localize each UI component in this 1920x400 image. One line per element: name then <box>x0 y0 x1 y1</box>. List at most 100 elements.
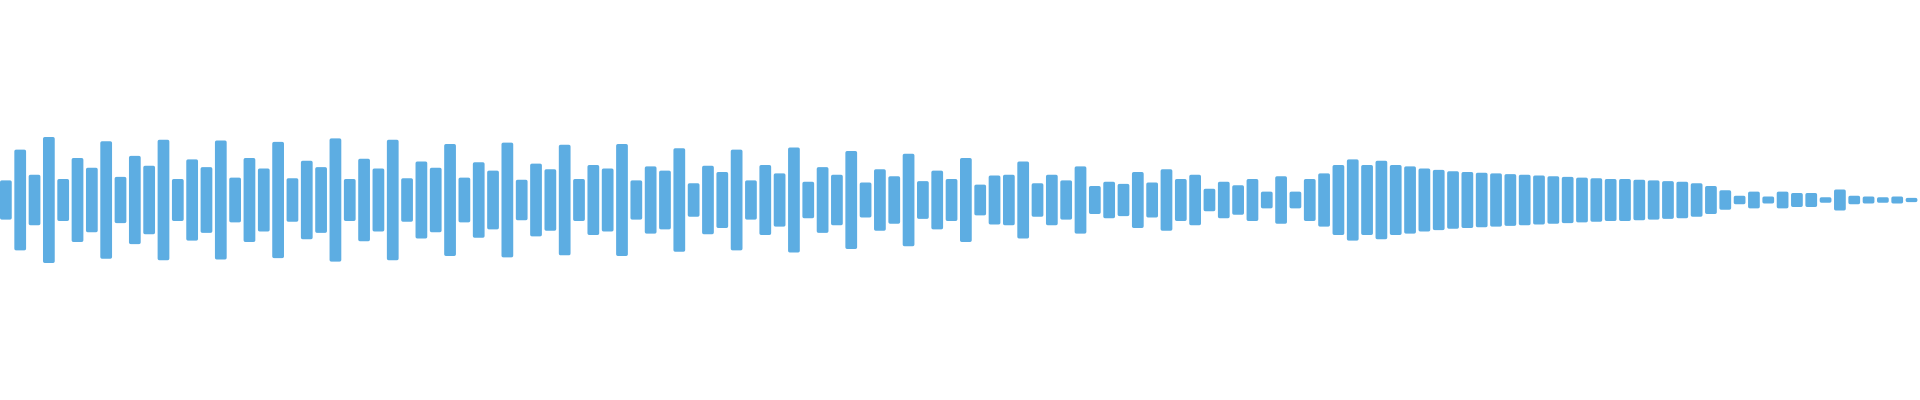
waveform-bar <box>1303 179 1316 221</box>
waveform-bar <box>358 158 370 242</box>
waveform-bar <box>673 148 686 252</box>
waveform-bar <box>372 168 385 232</box>
waveform-bar <box>57 179 70 221</box>
waveform-bar <box>1275 176 1287 224</box>
waveform-bar <box>329 138 342 262</box>
waveform-bar <box>960 158 972 242</box>
waveform-bar <box>1719 190 1732 210</box>
waveform-bar <box>945 179 958 221</box>
waveform-bar <box>544 169 557 231</box>
waveform-bar <box>1547 176 1560 224</box>
waveform-bar <box>1705 186 1717 214</box>
waveform-bar <box>14 149 27 251</box>
waveform-bar <box>974 184 987 216</box>
waveform-bar <box>1045 174 1058 226</box>
waveform-bar <box>415 161 428 239</box>
waveform-bar <box>802 181 815 219</box>
waveform-bar <box>1561 176 1574 224</box>
waveform-bar <box>587 165 600 235</box>
waveform-bar <box>1246 179 1259 221</box>
waveform-bar <box>1776 191 1789 209</box>
waveform-bar <box>1389 165 1402 235</box>
waveform-bar <box>773 173 786 227</box>
waveform-bar <box>487 170 499 230</box>
waveform-bar <box>730 149 743 251</box>
waveform-bar <box>917 181 929 219</box>
waveform-bar <box>1418 168 1431 232</box>
waveform-bar <box>1862 196 1875 204</box>
waveform-bar <box>85 167 98 233</box>
waveform-bar <box>1346 159 1359 241</box>
waveform-bar <box>1432 169 1445 231</box>
waveform-bar <box>1662 181 1674 219</box>
waveform-bar <box>200 167 213 233</box>
waveform-bar <box>616 144 628 256</box>
waveform-bar <box>229 177 241 223</box>
waveform-bar <box>630 180 643 220</box>
waveform-bar <box>702 165 714 235</box>
waveform-bar <box>501 142 514 258</box>
waveform-bar <box>601 168 614 232</box>
waveform-bar <box>386 139 399 261</box>
waveform-bar <box>1289 191 1302 209</box>
waveform-bar <box>1461 172 1474 228</box>
waveform-bars <box>0 137 1918 263</box>
waveform-bar <box>558 144 571 256</box>
waveform-bar <box>300 160 313 240</box>
waveform-bar <box>1031 183 1044 217</box>
waveform-bar <box>1504 174 1517 226</box>
waveform-bar <box>257 168 270 232</box>
waveform-bar <box>186 159 199 241</box>
waveform-bar <box>1877 197 1889 203</box>
waveform-bar <box>1604 179 1617 221</box>
waveform-bar <box>343 179 356 221</box>
waveform-bar <box>1891 196 1904 204</box>
waveform-bar <box>0 180 12 220</box>
waveform-bar <box>143 165 156 235</box>
waveform-bar <box>1633 179 1646 221</box>
waveform-bar <box>315 167 327 233</box>
waveform-bar <box>988 175 1001 225</box>
waveform-bar <box>1590 178 1603 222</box>
waveform-bar <box>1905 197 1918 203</box>
waveform-bar <box>1002 174 1015 226</box>
waveform-bar <box>1332 165 1345 235</box>
waveform-bar <box>71 158 84 242</box>
waveform-bar <box>1475 172 1488 228</box>
waveform-bar <box>1647 180 1660 220</box>
waveform-bar <box>644 166 657 234</box>
waveform-bar <box>286 178 299 222</box>
waveform-bar <box>1404 166 1416 234</box>
waveform-bar <box>1819 197 1832 203</box>
waveform-bar <box>1232 185 1244 215</box>
waveform-bar <box>28 174 41 226</box>
waveform-bar <box>1088 186 1101 214</box>
waveform-bar <box>1834 189 1846 211</box>
waveform-bar <box>1174 179 1187 221</box>
waveform-bar <box>1805 193 1818 207</box>
waveform-bar <box>401 178 413 222</box>
waveform-bar <box>573 179 585 221</box>
waveform-bar <box>243 158 256 242</box>
waveform-bar <box>816 167 829 233</box>
waveform-bar <box>1260 191 1273 209</box>
waveform-bar <box>788 147 800 253</box>
waveform-bar <box>42 137 55 263</box>
waveform-bar <box>1490 173 1502 227</box>
waveform-bar <box>759 165 772 235</box>
waveform-bar <box>1447 171 1459 229</box>
waveform-bar <box>157 139 170 261</box>
waveform-bar <box>1074 166 1087 234</box>
waveform-bar <box>1017 161 1030 239</box>
waveform-bar <box>888 176 901 224</box>
waveform-bar <box>1189 174 1201 226</box>
waveform-bar <box>1690 183 1703 217</box>
waveform-bar <box>458 177 471 223</box>
waveform-bar <box>1361 165 1373 235</box>
waveform-bar <box>1791 193 1803 207</box>
waveform-bar <box>1748 191 1760 209</box>
waveform-bar <box>530 163 542 237</box>
waveform-bar <box>444 144 456 256</box>
